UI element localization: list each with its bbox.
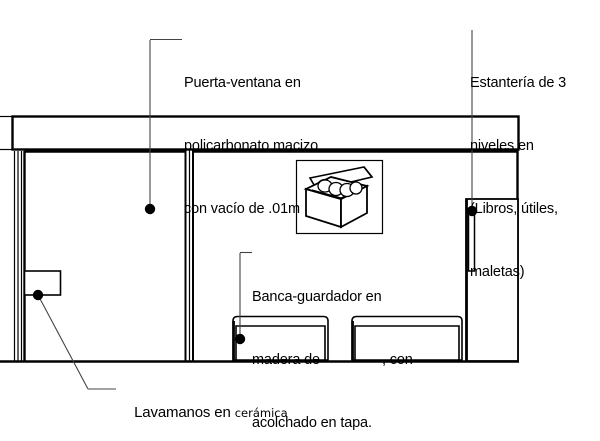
annotation-lavamanos: Lavamanos en cerámica <box>118 381 288 441</box>
annotation-lavamanos-material: cerámica <box>234 406 288 420</box>
leader-lavamanos <box>32 289 116 390</box>
shelving-unit[interactable] <box>465 198 519 362</box>
annotation-estanteria-line-1: Estantería de 3 <box>470 75 567 91</box>
storage-box-detail <box>295 159 384 235</box>
annotation-banca-line-2-after: , con <box>381 352 413 368</box>
annotation-puerta-ventana: Puerta-ventana en policarbonato macizo c… <box>184 31 318 262</box>
leader-estanteria <box>466 30 478 217</box>
leader-banca <box>234 251 252 345</box>
storage-bench-right[interactable] <box>351 315 463 361</box>
annotation-puerta-ventana-line-2: policarbonato macizo <box>184 138 319 154</box>
annotation-banca-line-1: Banca-guardador en <box>252 289 382 305</box>
annotation-banca-line-2: madera de , con <box>252 350 413 371</box>
annotation-estanteria-line-2: niveles en <box>470 138 534 154</box>
wash-basin[interactable] <box>23 270 62 296</box>
door-window-left-panel[interactable] <box>13 150 187 361</box>
annotation-estanteria: Estantería de 3 niveles en (Libros, útil… <box>470 31 566 325</box>
annotation-banca-line-3: acolchado en tapa. <box>252 415 372 431</box>
header-beam <box>0 115 520 151</box>
annotation-banca-line-2-before: madera de <box>252 352 320 368</box>
annotation-lavamanos-main: Lavamanos en <box>134 404 231 421</box>
leader-puerta-ventana <box>144 38 182 215</box>
annotation-estanteria-line-3: (Libros, útiles, <box>470 201 558 217</box>
storage-bench-left[interactable] <box>232 315 329 361</box>
annotation-banca-guardador: Banca-guardador en madera de , con acolch… <box>252 245 413 441</box>
annotation-puerta-ventana-line-1: Puerta-ventana en <box>184 75 301 91</box>
annotation-estanteria-line-4: maletas) <box>470 264 525 280</box>
door-window-mullion <box>184 150 194 361</box>
annotation-puerta-ventana-line-3: con vacío de .01m <box>184 201 300 217</box>
